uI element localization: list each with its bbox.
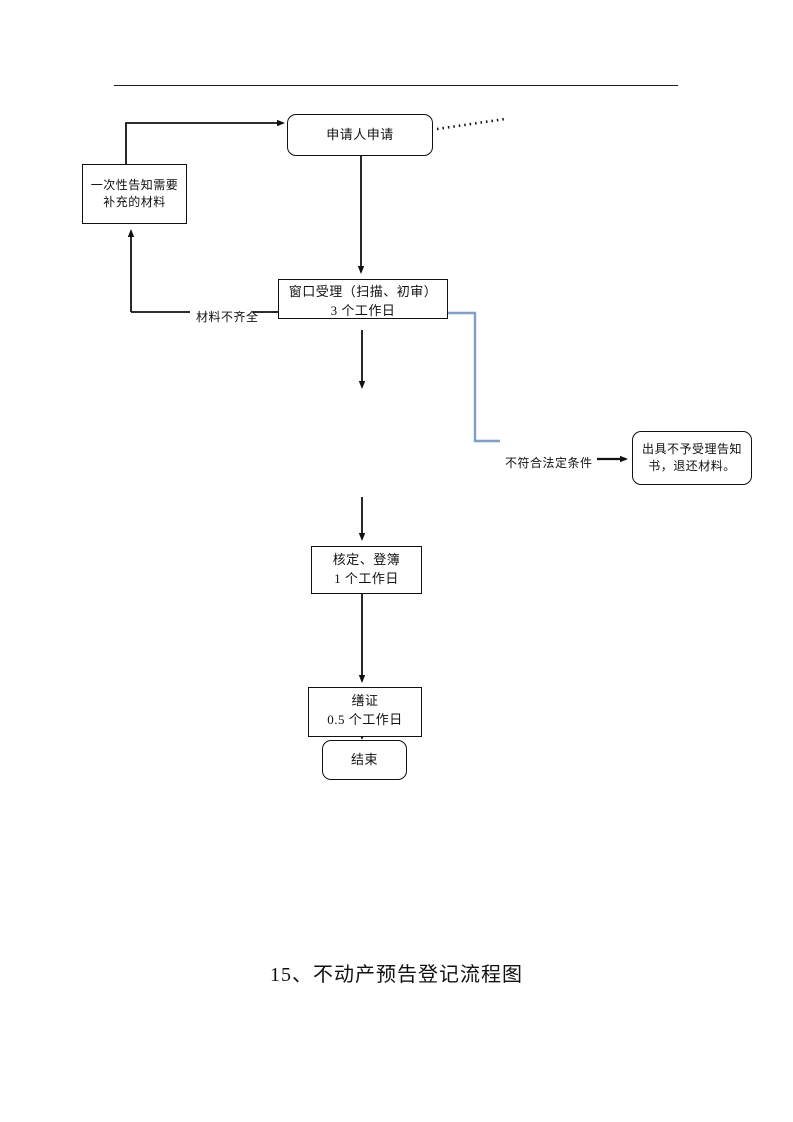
node-reject: 出具不予受理告知 书，退还材料。 xyxy=(632,431,752,485)
node-verify-line-0: 核定、登簿 xyxy=(332,552,401,568)
node-accept-line-1: 3 个工作日 xyxy=(330,302,396,318)
node-accept: 窗口受理（扫描、初审） 3 个工作日 xyxy=(278,279,448,319)
node-verify-line-1: 1 个工作日 xyxy=(334,571,399,586)
edge-dotted-apply-right xyxy=(436,117,506,131)
node-reject-line-0: 出具不予受理告知 xyxy=(641,441,742,456)
edge-accept-branch-reject xyxy=(448,311,500,443)
node-notify-line-0: 一次性告知需要 xyxy=(90,177,179,192)
node-end-line-0: 结束 xyxy=(350,751,378,767)
node-notify-line-1: 补充的材料 xyxy=(103,195,166,209)
node-cert: 缮证 0.5 个工作日 xyxy=(308,687,422,737)
node-verify: 核定、登簿 1 个工作日 xyxy=(311,546,422,594)
node-cert-line-1: 0.5 个工作日 xyxy=(327,711,403,727)
header-rule xyxy=(114,85,678,86)
node-end: 结束 xyxy=(322,740,407,780)
edge-label-incomplete: 材料不齐全 xyxy=(196,310,259,324)
page-title: 15、不动产预告登记流程图 xyxy=(270,964,523,986)
edge-label-illegal: 不符合法定条件 xyxy=(505,456,593,470)
node-cert-line-0: 缮证 xyxy=(351,693,379,708)
node-notify: 一次性告知需要 补充的材料 xyxy=(82,164,187,224)
node-apply-line-0: 申请人申请 xyxy=(326,126,394,142)
node-reject-line-1: 书，退还材料。 xyxy=(648,459,736,473)
edge-notify-to-apply xyxy=(125,119,285,164)
node-apply: 申请人申请 xyxy=(287,114,433,156)
node-accept-line-0: 窗口受理（扫描、初审） xyxy=(288,284,438,299)
